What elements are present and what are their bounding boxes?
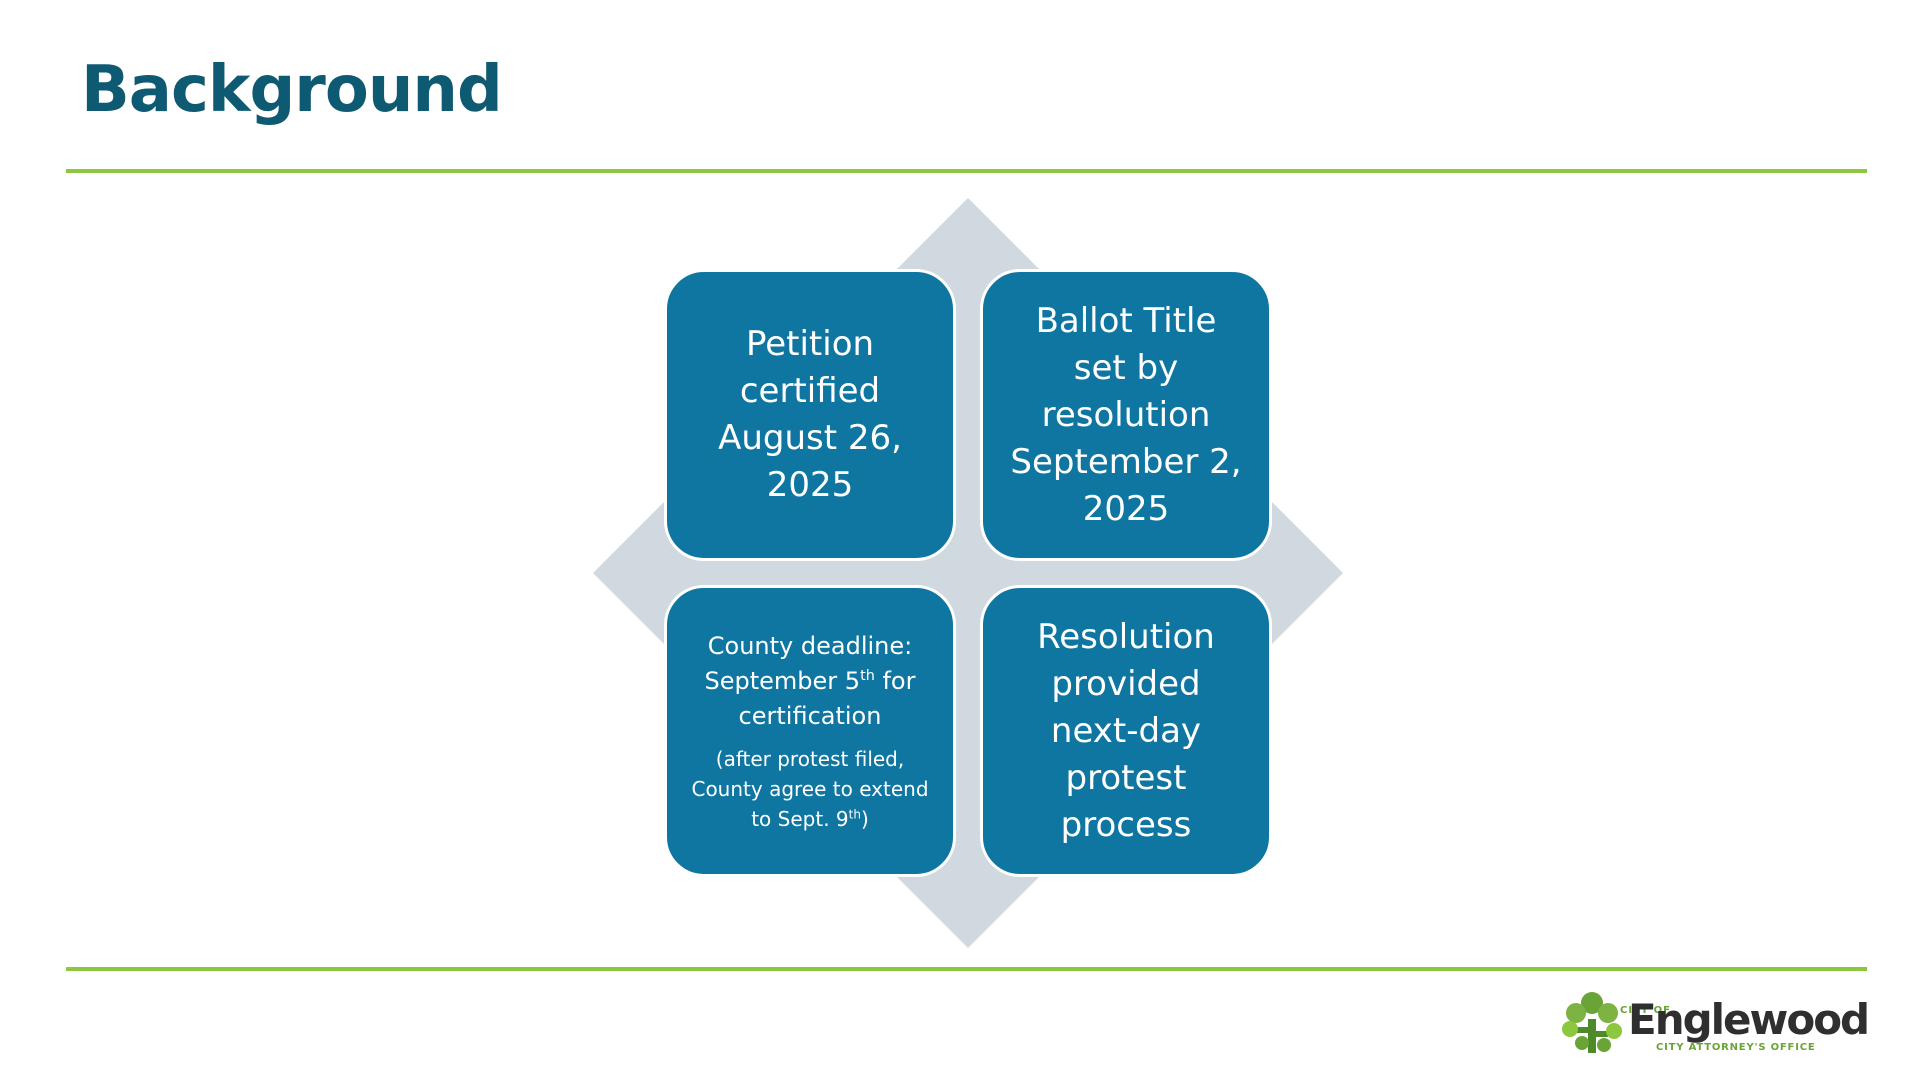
ballot-title-box: Ballot Title set by resolution September… <box>980 269 1272 561</box>
protest-process-box: Resolution provided next-day protest pro… <box>980 585 1272 877</box>
county-extension-note: (after protest filed, County agree to ex… <box>691 746 929 831</box>
logo-office: CITY ATTORNEY'S OFFICE <box>1656 1042 1816 1053</box>
logo-name: Englewood <box>1628 995 1870 1044</box>
englewood-logo: CITY OF Englewood CITY ATTORNEY'S OFFICE <box>1560 985 1870 1060</box>
bottom-divider <box>66 967 1867 971</box>
protest-process-text: Resolution provided next-day protest pro… <box>1037 616 1215 845</box>
county-deadline-box: County deadline: September 5th for certi… <box>664 585 956 877</box>
logo-city-of: CITY OF <box>1620 1005 1671 1016</box>
petition-certified-text: Petition certified August 26, 2025 <box>718 324 902 505</box>
petition-certified-box: Petition certified August 26, 2025 <box>664 269 956 561</box>
top-divider <box>66 169 1867 173</box>
county-deadline-text: County deadline: September 5th for certi… <box>704 631 916 730</box>
slide-title: Background <box>81 53 503 127</box>
ballot-title-text: Ballot Title set by resolution September… <box>1010 300 1242 529</box>
tree-logo-icon <box>1562 992 1622 1053</box>
